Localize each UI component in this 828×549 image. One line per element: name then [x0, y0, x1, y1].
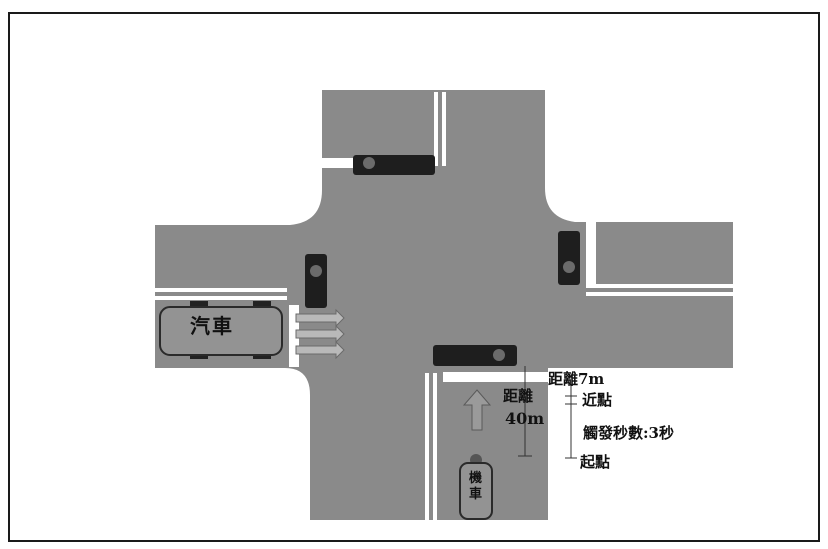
scooter-label: 機車 — [469, 471, 483, 502]
trigger-range-line — [565, 384, 577, 459]
distance-7m-label: 距離7m — [548, 370, 605, 388]
west-lane-markings — [155, 288, 299, 367]
distance-40m-line — [518, 366, 532, 457]
road-surface — [155, 90, 733, 520]
trigger-seconds-label: 觸發秒數:3秒 — [583, 424, 674, 442]
scooter-icon — [459, 454, 493, 520]
car-label: 汽車 — [190, 314, 234, 338]
distance-40m-label-line2: 40m — [505, 409, 545, 428]
signal-west — [305, 254, 327, 308]
south-lane-markings — [425, 372, 548, 520]
near-point-label: 近點 — [582, 391, 613, 409]
car-icon — [159, 301, 283, 359]
signal-north — [353, 155, 435, 175]
east-lane-markings — [586, 222, 733, 296]
signal-east — [558, 231, 580, 285]
west-approach-arrows — [295, 308, 345, 360]
diagram-frame — [8, 12, 820, 542]
signal-south — [433, 345, 517, 366]
distance-40m-label-line1: 距離 — [503, 387, 534, 405]
start-point-label: 起點 — [580, 453, 611, 471]
north-lane-markings — [322, 92, 446, 168]
straight-arrow-marking — [462, 389, 492, 431]
